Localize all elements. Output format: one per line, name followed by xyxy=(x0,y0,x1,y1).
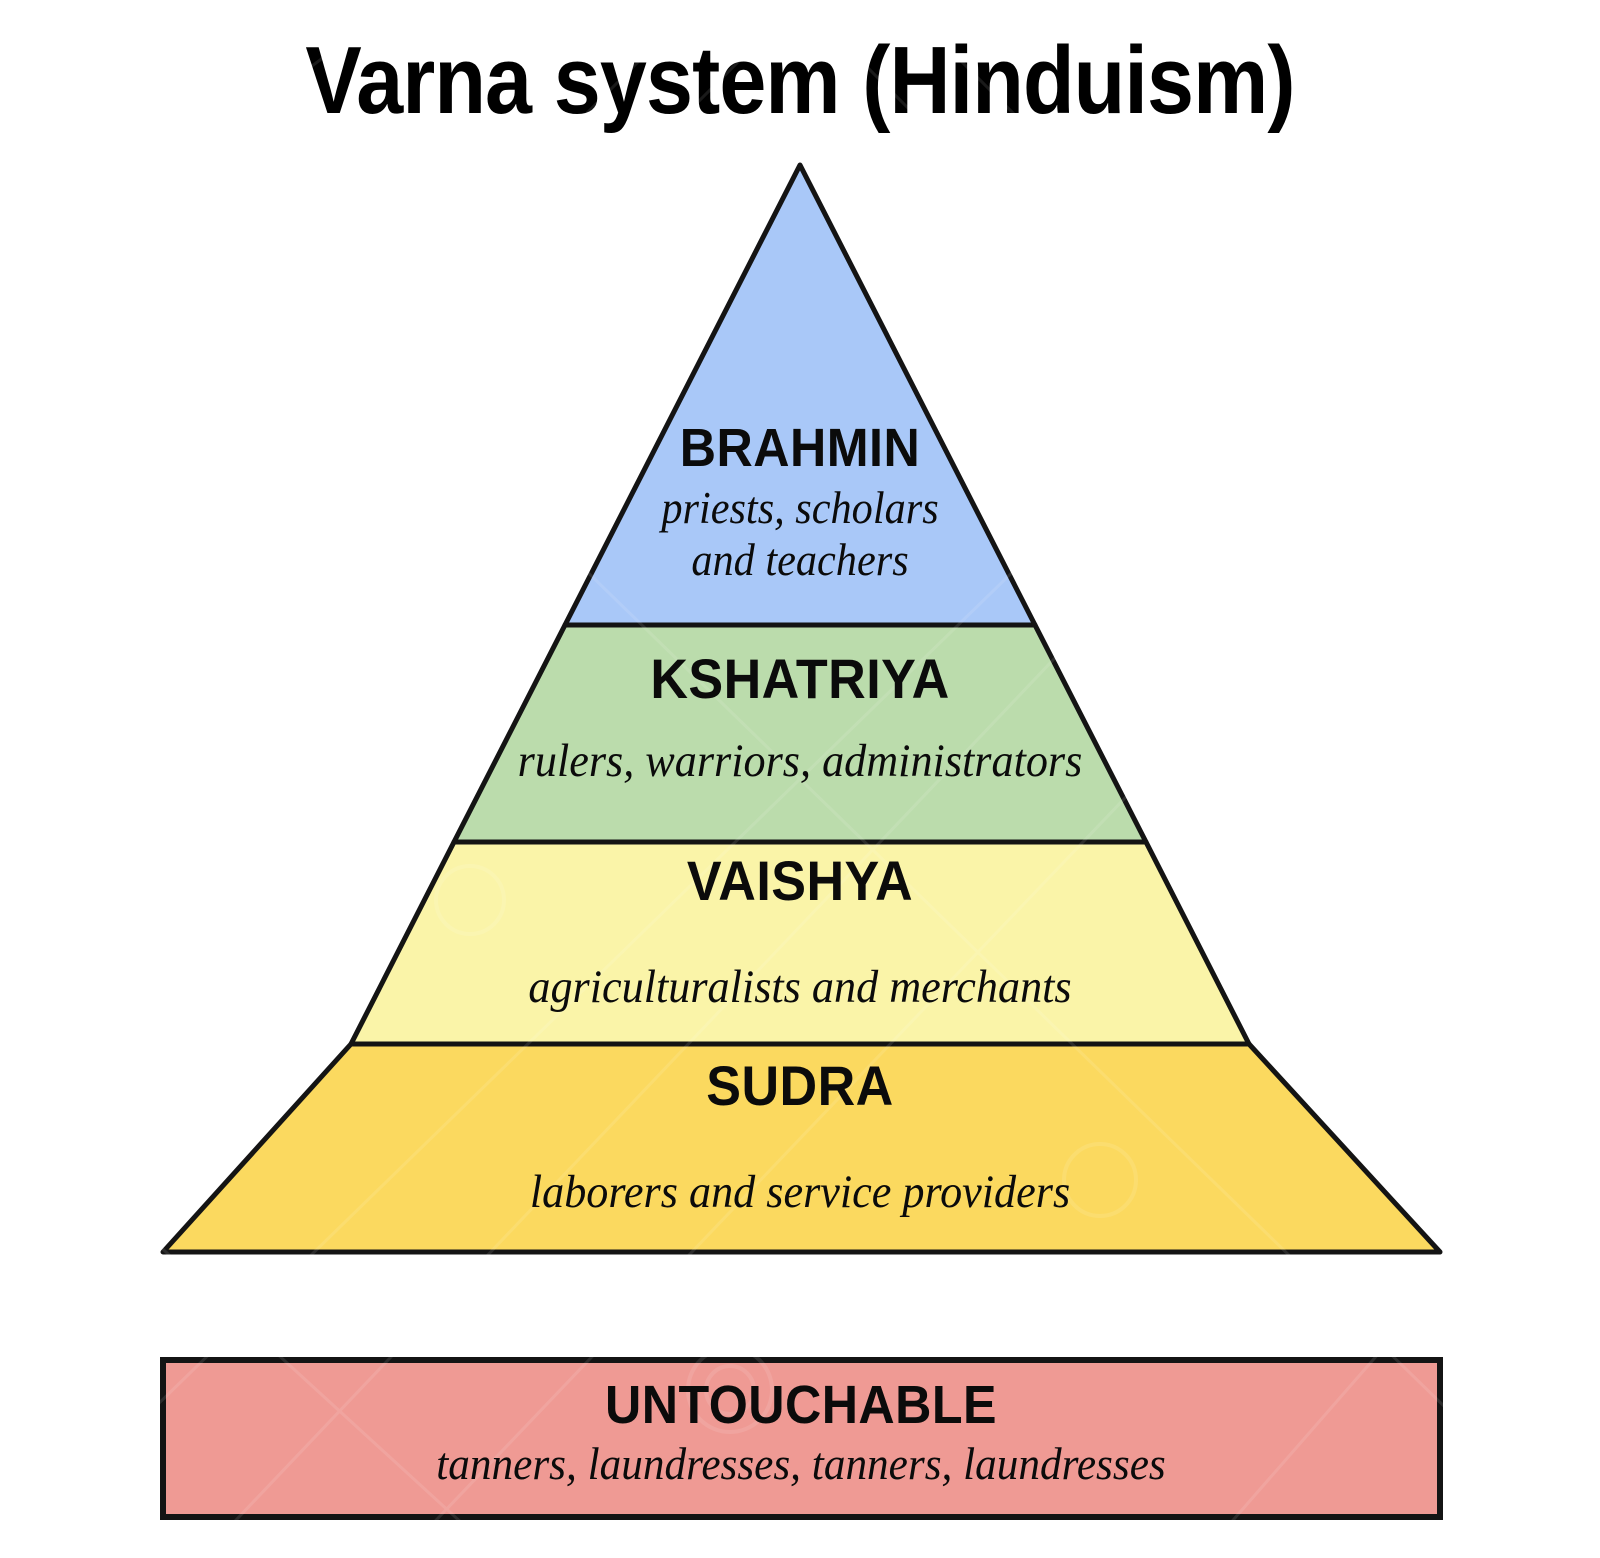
tier-name-kshatriya: KSHATRIYA xyxy=(650,647,950,710)
tier-label-kshatriya: KSHATRIYA rulers, warriors, administrato… xyxy=(360,648,1240,788)
pyramid-tier-sudra[interactable] xyxy=(160,1041,1443,1255)
tier-name-brahmin: BRAHMIN xyxy=(679,418,921,478)
tier-label-vaishya: VAISHYA agriculturalists and merchants xyxy=(300,850,1300,1014)
tier-description-brahmin: priests, scholars and teachers xyxy=(480,482,1119,586)
tier-description-brahmin-line1: priests, scholars xyxy=(661,483,939,533)
tier-description-brahmin-line2: and teachers xyxy=(691,535,909,585)
tier-label-brahmin: BRAHMIN priests, scholars and teachers xyxy=(460,418,1140,586)
tier-description-kshatriya: rulers, warriors, administrators xyxy=(517,735,1083,787)
tier-label-sudra: SUDRA laborers and service providers xyxy=(250,1055,1350,1219)
pyramid-tier-untouchable[interactable] xyxy=(160,1357,1443,1520)
tier-description-untouchable: tanners, laundresses, tanners, laundress… xyxy=(436,1438,1166,1489)
tier-name-sudra: SUDRA xyxy=(706,1054,894,1117)
tier-name-vaishya: VAISHYA xyxy=(686,849,914,912)
tier-description-sudra: laborers and service providers xyxy=(529,1166,1071,1218)
tier-name-untouchable: UNTOUCHABLE xyxy=(605,1375,997,1435)
tier-label-untouchable: UNTOUCHABLE tanners, laundresses, tanner… xyxy=(170,1365,1432,1491)
page-title: Varna system (Hinduism) xyxy=(305,27,1295,134)
tier-description-vaishya: agriculturalists and merchants xyxy=(528,961,1072,1013)
